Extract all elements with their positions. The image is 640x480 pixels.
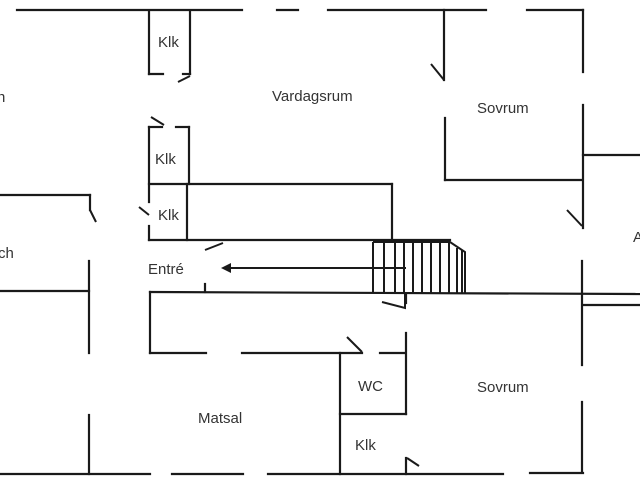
door-swing-klk-bottom — [406, 457, 420, 467]
room-label-vardagsrum: Vardagsrum — [272, 88, 353, 105]
room-label-sovrum-top: Sovrum — [477, 100, 529, 117]
door-swing-wc — [346, 336, 363, 353]
door-swing-klk-mid1 — [150, 116, 165, 126]
door-swing-klk-mid2 — [138, 206, 150, 216]
door-swing-vardagsrum — [430, 63, 445, 81]
doors — [89, 63, 583, 467]
room-label-left-top-partial: n — [0, 89, 5, 106]
door-swing-left-room — [89, 209, 97, 223]
room-label-sovrum-bottom: Sovrum — [477, 379, 529, 396]
door-swing-stair — [381, 294, 406, 310]
room-label-klk-top: Klk — [158, 34, 179, 51]
room-label-wc: WC — [358, 378, 383, 395]
room-label-matsal: Matsal — [198, 410, 242, 427]
room-label-klk-bottom: Klk — [355, 437, 376, 454]
room-labels: Vardagsrum Sovrum Sovrum Entré Matsal WC… — [0, 34, 640, 454]
room-label-right-partial: A — [633, 229, 640, 246]
door-swing-sovrum-top — [566, 209, 583, 227]
arrow-left-icon — [221, 263, 406, 273]
room-label-klk-mid1: Klk — [155, 151, 176, 168]
door-swing-klk-top — [177, 75, 191, 83]
room-label-klk-mid2: Klk — [158, 207, 179, 224]
door-swing-entre — [204, 242, 224, 251]
stairs-outline — [373, 241, 466, 293]
walls — [0, 8, 640, 476]
arrow-head — [221, 263, 231, 273]
room-label-entre: Entré — [148, 261, 184, 278]
room-label-left-mid-partial: ch — [0, 245, 14, 262]
